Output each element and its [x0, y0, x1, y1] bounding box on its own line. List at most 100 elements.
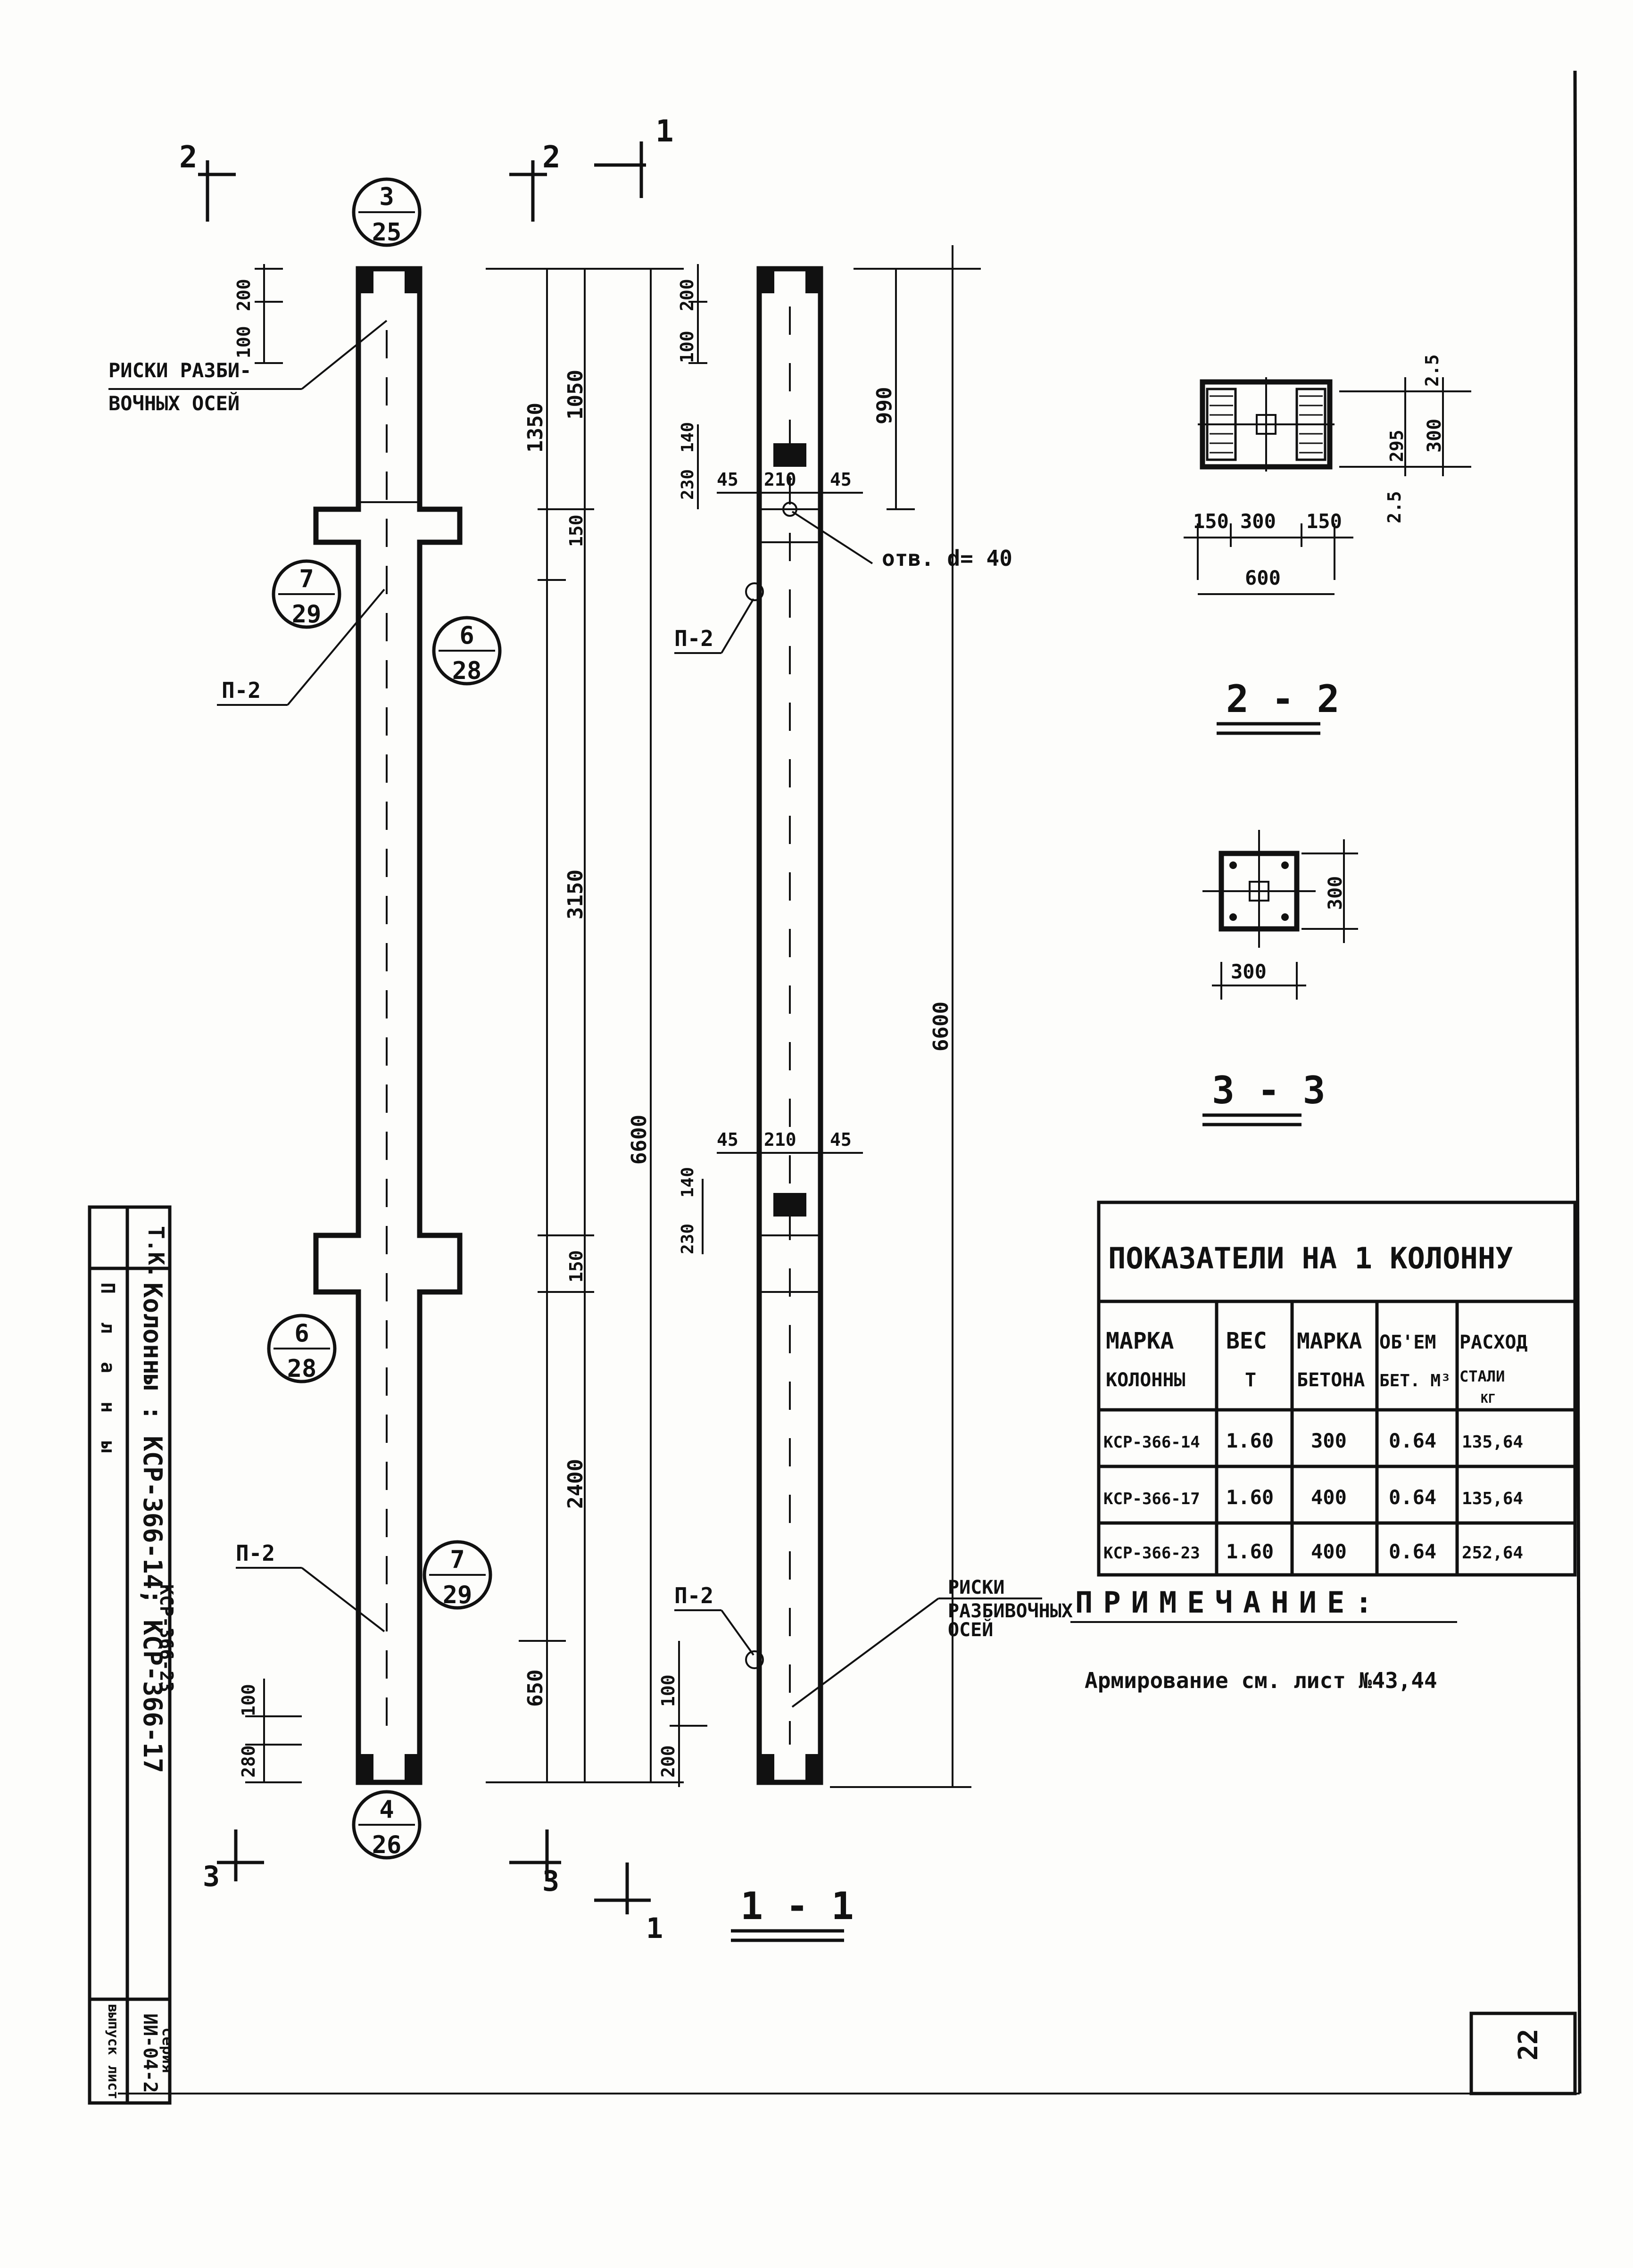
svg-text:150: 150: [1193, 510, 1229, 533]
svg-text:300: 300: [1240, 510, 1276, 533]
svg-text:0.64: 0.64: [1389, 1486, 1436, 1509]
svg-text:150: 150: [566, 1250, 587, 1283]
svg-text:2.5: 2.5: [1384, 491, 1405, 523]
svg-text:отв. d= 40: отв. d= 40: [882, 546, 1012, 571]
svg-text:1 - 1: 1 - 1: [740, 1884, 854, 1928]
svg-text:6: 6: [294, 1319, 309, 1348]
p2-label-left-lower: П-2: [236, 1540, 385, 1632]
svg-text:230: 230: [678, 469, 697, 500]
svg-text:0.64: 0.64: [1389, 1540, 1436, 1563]
svg-text:ВОЧНЫХ ОСЕЙ: ВОЧНЫХ ОСЕЙ: [108, 391, 240, 415]
svg-text:200: 200: [233, 279, 254, 311]
section-cut-2-left: 2: [179, 140, 236, 222]
svg-text:РИСКИ РАЗБИ-: РИСКИ РАЗБИ-: [108, 359, 251, 382]
axis-marks-label-right: РИСКИ РАЗБИВОЧНЫХ ОСЕЙ: [791, 1577, 1073, 1708]
svg-text:Колонны : КСР-366-14; КСР-366-: Колонны : КСР-366-14; КСР-366-17: [138, 1283, 167, 1773]
svg-text:22: 22: [1513, 2029, 1544, 2061]
section-2-label-left: 2: [179, 140, 198, 175]
sheet-number-box: 22: [1469, 2011, 1577, 2095]
svg-text:200: 200: [658, 1745, 679, 1778]
svg-text:КГ: КГ: [1481, 1392, 1495, 1406]
svg-text:252,64: 252,64: [1462, 1543, 1523, 1563]
svg-text:лист: лист: [105, 2065, 121, 2099]
svg-text:3150: 3150: [564, 869, 588, 919]
indicators-table: ПОКАЗАТЕЛИ НА 1 КОЛОННУ МАРКА КОЛОННЫ ВЕ…: [1097, 1200, 1577, 1577]
svg-text:45: 45: [717, 1129, 738, 1150]
svg-text:КСР-366-17: КСР-366-17: [1103, 1490, 1200, 1508]
section-cut-1-bottom: 1: [594, 1862, 663, 1945]
section-2-2-dimensions: 150 300 150 600 2.5 295 2.5 300: [1184, 354, 1471, 595]
svg-text:РАЗБИВОЧНЫХ: РАЗБИВОЧНЫХ: [948, 1600, 1073, 1622]
svg-text:3: 3: [379, 183, 394, 211]
callout-bubble-4-26: 4 26: [352, 1790, 422, 1860]
svg-text:300: 300: [1424, 419, 1445, 453]
svg-text:25: 25: [372, 218, 402, 247]
title-stamp: Т.К. Колонны : КСР-366-14; КСР-366-17 КС…: [88, 1205, 177, 2105]
section-title-2-2: 2 - 2: [1217, 677, 1340, 735]
p2-label-left-upper: П-2: [217, 588, 385, 706]
svg-text:140: 140: [678, 1167, 697, 1198]
svg-text:ОБ'ЕМ: ОБ'ЕМ: [1379, 1332, 1436, 1353]
section-2-label-mid: 2: [542, 140, 561, 175]
svg-text:150: 150: [566, 514, 587, 547]
svg-text:1350: 1350: [523, 403, 547, 453]
svg-text:2.5: 2.5: [1422, 354, 1442, 387]
svg-text:100: 100: [677, 331, 697, 363]
svg-text:6: 6: [459, 621, 474, 650]
svg-text:45: 45: [830, 1129, 852, 1150]
svg-text:230: 230: [678, 1224, 697, 1254]
svg-text:990: 990: [872, 387, 896, 424]
svg-text:1.60: 1.60: [1226, 1540, 1274, 1563]
axis-marks-label-left: РИСКИ РАЗБИ- ВОЧНЫХ ОСЕЙ: [108, 320, 388, 415]
svg-text:СТАЛИ: СТАЛИ: [1459, 1367, 1505, 1385]
callout-bubble-3-25: 3 25: [352, 177, 422, 247]
column-elevation-left: [313, 266, 463, 1785]
svg-text:2400: 2400: [564, 1459, 588, 1509]
svg-text:3 - 3: 3 - 3: [1212, 1068, 1326, 1112]
svg-text:выпуск: выпуск: [105, 2004, 121, 2055]
svg-text:45: 45: [830, 469, 852, 490]
frame-right-border: [1573, 70, 1582, 2094]
svg-text:РАСХОД: РАСХОД: [1459, 1332, 1528, 1353]
svg-text:1: 1: [646, 1912, 663, 1945]
svg-text:Планы: Планы: [97, 1283, 118, 1481]
svg-text:29: 29: [292, 600, 322, 629]
svg-text:6600: 6600: [627, 1115, 651, 1165]
note-title: ПРИМЕЧАНИЕ:: [1075, 1585, 1383, 1620]
svg-text:1.60: 1.60: [1226, 1486, 1274, 1509]
svg-text:600: 600: [1245, 566, 1281, 589]
section-1-label-top: 1: [655, 114, 674, 149]
svg-text:Т.К.: Т.К.: [143, 1226, 169, 1278]
svg-text:400: 400: [1311, 1486, 1347, 1509]
svg-text:3: 3: [203, 1860, 220, 1893]
svg-text:П-2: П-2: [222, 678, 261, 703]
svg-text:П-2: П-2: [236, 1540, 275, 1566]
section-1-1-dimensions-right: 990 6600: [830, 245, 981, 1788]
svg-text:0.64: 0.64: [1389, 1429, 1436, 1452]
svg-text:БЕТОНА: БЕТОНА: [1297, 1369, 1365, 1391]
svg-text:П-2: П-2: [674, 1583, 713, 1608]
section-title-3-3: 3 - 3: [1202, 1068, 1326, 1126]
section-cut-2-mid: 2: [509, 140, 561, 222]
svg-text:400: 400: [1311, 1540, 1347, 1563]
svg-text:295: 295: [1386, 430, 1407, 462]
svg-text:100: 100: [233, 326, 254, 358]
svg-text:280: 280: [238, 1745, 259, 1778]
section-2-2-drawing: [1198, 377, 1335, 472]
svg-text:4: 4: [379, 1796, 394, 1824]
svg-text:140: 140: [678, 422, 697, 453]
svg-text:100: 100: [658, 1674, 679, 1707]
section-3-3-drawing: [1202, 830, 1316, 948]
svg-text:300: 300: [1325, 876, 1346, 910]
table-title: ПОКАЗАТЕЛИ НА 1 КОЛОННУ: [1108, 1241, 1513, 1275]
section-cut-3-left: 3: [203, 1829, 264, 1893]
hole-label: отв. d= 40: [791, 511, 1012, 571]
svg-text:РИСКИ: РИСКИ: [948, 1577, 1004, 1598]
svg-text:45: 45: [717, 469, 738, 490]
callout-bubble-6-28-right: 6 28: [432, 616, 502, 686]
svg-text:210: 210: [764, 469, 796, 490]
note-text: Армирование см. лист №43,44: [1085, 1668, 1437, 1693]
callout-bubble-6-28-left: 6 28: [267, 1314, 337, 1383]
p2-label-right-upper: П-2: [674, 598, 754, 654]
svg-text:7: 7: [450, 1546, 464, 1574]
